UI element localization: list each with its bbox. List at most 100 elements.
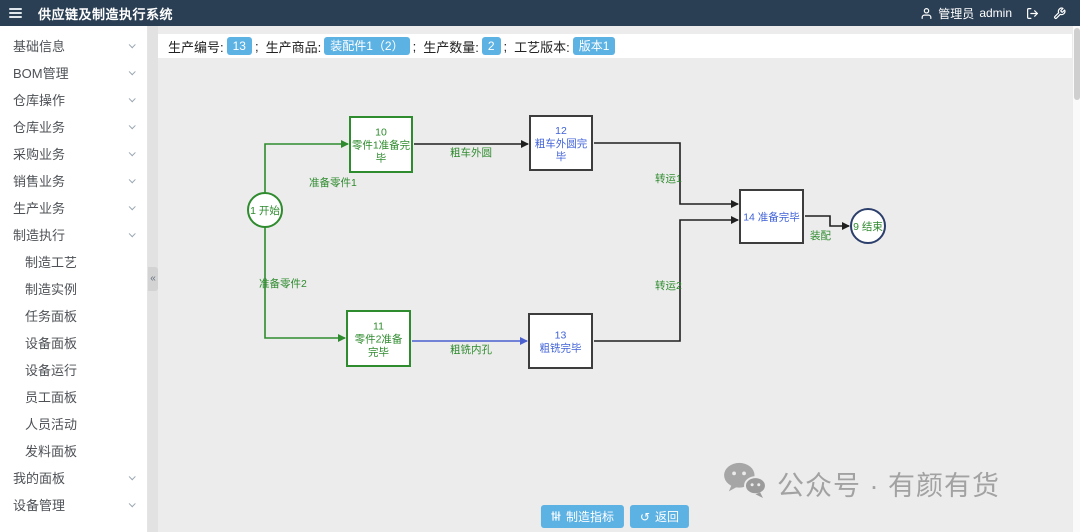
sidebar-item-采购业务[interactable]: 采购业务 [0, 140, 147, 167]
info-segment-label: 生产商品: [265, 39, 322, 55]
chevron-down-icon [128, 95, 136, 103]
back-button[interactable]: ↺ 返回 [629, 505, 690, 528]
wrench-icon[interactable] [1053, 6, 1066, 20]
sidebar-item-label: 发料面板 [25, 444, 78, 459]
flow-node-14[interactable]: 14 准备完毕 [739, 189, 804, 244]
user-role-label: 管理员 [938, 6, 975, 21]
sidebar-item-任务面板[interactable]: 任务面板 [0, 302, 147, 329]
back-label: 返回 [655, 510, 680, 524]
sidebar-item-设备运行[interactable]: 设备运行 [0, 356, 147, 383]
sidebar-item-生产业务[interactable]: 生产业务 [0, 194, 147, 221]
app-title: 供应链及制造执行系统 [38, 6, 174, 22]
sidebar-item-label: 基础信息 [13, 39, 66, 54]
info-segment-label: 工艺版本: [514, 39, 570, 55]
footer-buttons: 制造指标 ↺ 返回 [540, 505, 690, 528]
sidebar-menu: 基础信息 BOM管理仓库操作仓库业务采购业务销售业务生产业务制造执行制造工艺制造实… [0, 32, 147, 518]
topbar-right: 管理员 admin [920, 5, 1080, 22]
sidebar-item-员工面板[interactable]: 员工面板 [0, 383, 147, 410]
sidebar-item-label: 生产业务 [13, 201, 66, 216]
user-menu[interactable]: 管理员 admin [920, 5, 1012, 22]
info-segment: 生产编号:13; [166, 37, 264, 56]
sidebar-item-label: 制造执行 [13, 228, 66, 243]
sidebar-item-我的面板[interactable]: 我的面板 [0, 464, 147, 491]
flow-edge-label: 装配 [810, 229, 831, 242]
chevron-down-icon [128, 176, 136, 184]
sidebar-item-制造实例[interactable]: 制造实例 [0, 275, 147, 302]
sidebar-item-label: 采购业务 [13, 147, 66, 162]
info-separator: ; [412, 38, 417, 54]
sidebar-item-BOM管理[interactable]: BOM管理 [0, 59, 147, 86]
return-arrow-icon: ↺ [639, 509, 651, 524]
info-bar: 生产编号:13;生产商品:装配件1（2）;生产数量:2;工艺版本:版本1 [158, 34, 1072, 58]
info-segment: 生产商品:装配件1（2）; [264, 37, 422, 56]
flow-edge-label: 准备零件1 [309, 176, 357, 189]
flow-edge [805, 215, 850, 230]
flow-node-label: 14 准备完毕 [743, 211, 800, 224]
sidebar-item-label: 设备面板 [25, 336, 78, 351]
sidebar-item-设备管理[interactable]: 设备管理 [0, 491, 147, 518]
info-separator: ; [254, 38, 259, 54]
sliders-icon [551, 510, 561, 523]
info-value-badge: 2 [481, 37, 501, 55]
sidebar-item-label: 人员活动 [25, 417, 78, 432]
sidebar-item-label: 销售业务 [13, 174, 66, 189]
chevron-down-icon [128, 122, 136, 130]
sidebar-item-label: 制造工艺 [25, 255, 78, 270]
app-body: 基础信息 BOM管理仓库操作仓库业务采购业务销售业务生产业务制造执行制造工艺制造实… [0, 26, 1080, 532]
info-segment: 生产数量:2; [421, 37, 512, 56]
flow-edge-label: 转运2 [655, 279, 682, 292]
flow-node-label: 1 开始 [250, 204, 280, 217]
sidebar-collapse-strip: « [148, 26, 158, 532]
sidebar-item-仓库操作[interactable]: 仓库操作 [0, 86, 147, 113]
sidebar-item-基础信息[interactable]: 基础信息 [0, 32, 147, 59]
sidebar-toggle-button[interactable] [0, 0, 30, 26]
sidebar-item-设备面板[interactable]: 设备面板 [0, 329, 147, 356]
sidebar-collapse-button[interactable]: « [148, 267, 158, 291]
flow-node-label: 9 结束 [853, 220, 883, 233]
info-segment-label: 生产数量: [423, 39, 479, 55]
sidebar-item-仓库业务[interactable]: 仓库业务 [0, 113, 147, 140]
sidebar-item-label: 我的面板 [13, 471, 66, 486]
info-segment: 工艺版本:版本1 [512, 37, 618, 56]
sidebar-item-label: 员工面板 [25, 390, 78, 405]
sidebar-item-制造执行[interactable]: 制造执行 [0, 221, 147, 248]
sidebar-item-发料面板[interactable]: 发料面板 [0, 437, 147, 464]
flow-edge [264, 227, 346, 342]
info-value-badge: 装配件1（2） [324, 37, 410, 55]
sidebar-item-label: 仓库操作 [13, 93, 66, 108]
logout-icon[interactable] [1026, 7, 1039, 20]
scrollbar-track[interactable] [1072, 26, 1080, 532]
info-segment-label: 生产编号: [168, 39, 224, 55]
sidebar-item-label: 仓库业务 [13, 120, 66, 135]
flow-edge [264, 140, 349, 193]
flow-edge-label: 转运1 [655, 172, 682, 185]
sidebar: 基础信息 BOM管理仓库操作仓库业务采购业务销售业务生产业务制造执行制造工艺制造实… [0, 26, 148, 532]
sidebar-item-销售业务[interactable]: 销售业务 [0, 167, 147, 194]
sidebar-item-label: BOM管理 [13, 66, 69, 81]
chevron-down-icon [128, 500, 136, 508]
sidebar-item-人员活动[interactable]: 人员活动 [0, 410, 147, 437]
chevron-down-icon [128, 149, 136, 157]
sidebar-item-制造工艺[interactable]: 制造工艺 [0, 248, 147, 275]
user-icon [920, 7, 933, 20]
flow-node-end[interactable]: 9 结束 [850, 208, 886, 244]
info-value-badge: 版本1 [572, 37, 616, 55]
flow-edge-label: 粗铣内孔 [450, 343, 492, 356]
flow-node-start[interactable]: 1 开始 [247, 192, 283, 228]
flow-edge [594, 142, 739, 208]
chevron-down-icon [128, 473, 136, 481]
manufacturing-metrics-button[interactable]: 制造指标 [540, 505, 624, 528]
scrollbar-thumb[interactable] [1074, 28, 1080, 100]
sidebar-item-label: 任务面板 [25, 309, 78, 324]
sidebar-item-label: 设备运行 [25, 363, 78, 378]
info-separator: ; [503, 38, 508, 54]
flow-edge [594, 216, 739, 342]
